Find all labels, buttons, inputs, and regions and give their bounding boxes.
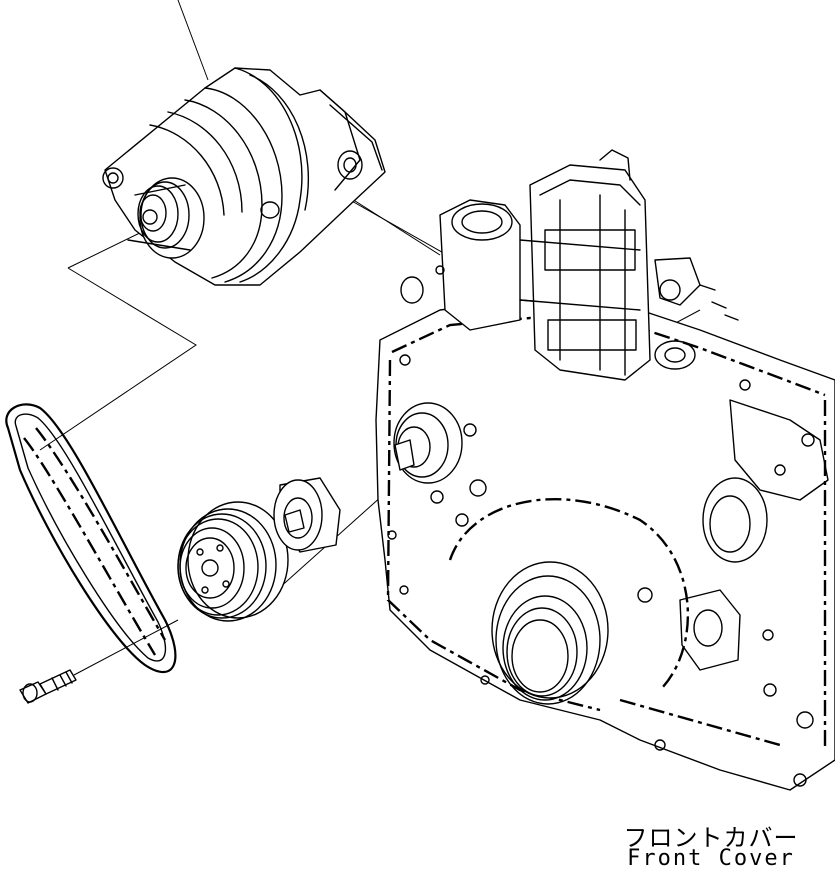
caption-japanese: フロントカバー [623,824,799,852]
v-belt [5,403,177,674]
pulley-hub [273,477,341,553]
crankshaft-pulley [177,501,289,622]
alternator [102,67,386,286]
pulley-bolt [19,669,77,704]
front-cover-assembly [375,149,835,791]
caption-english: Front Cover [627,846,795,871]
